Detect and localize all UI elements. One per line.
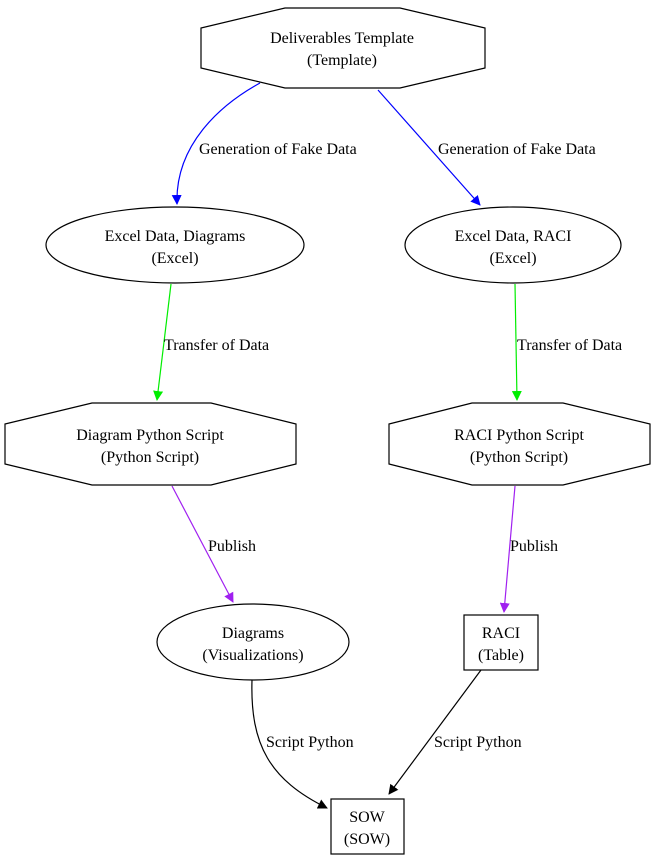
edge-label-script-left: Script Python: [266, 734, 354, 751]
edge-raci-script-to-raci: [499, 485, 516, 613]
edge-label-publish-right: Publish: [510, 538, 558, 555]
node-deliverables-template: Deliverables Template (Template): [200, 7, 486, 89]
edge-label-transfer-right: Transfer of Data: [517, 337, 622, 354]
edge-label-generation-right: Generation of Fake Data: [438, 141, 596, 158]
node-kind: (SOW): [344, 831, 390, 848]
octagon-shape: [4, 402, 297, 486]
node-excel-data-diagrams: Excel Data, Diagrams (Excel): [45, 206, 305, 284]
node-title: Diagram Python Script: [76, 427, 224, 444]
edge-label-transfer-left: Transfer of Data: [164, 337, 269, 354]
edge-excel-raci-to-raci-script: [511, 283, 522, 401]
edge-raci-to-sow: [388, 669, 482, 795]
box-shape: [463, 614, 539, 671]
node-diagrams: Diagrams (Visualizations): [156, 603, 350, 681]
node-excel-data-raci: Excel Data, RACI (Excel): [404, 206, 622, 284]
ellipse-shape: [45, 206, 305, 284]
edge-labels: Generation of Fake Data Generation of Fa…: [164, 141, 622, 751]
node-title: RACI: [482, 625, 520, 642]
octagon-shape: [388, 402, 651, 486]
node-kind: (Table): [478, 647, 524, 664]
node-kind: (Visualizations): [202, 647, 303, 664]
node-title: Deliverables Template: [270, 30, 414, 47]
node-raci-python-script: RACI Python Script (Python Script): [388, 402, 651, 486]
ellipse-shape: [404, 206, 622, 284]
edge-template-to-excel-diagrams: [171, 82, 261, 205]
node-title: RACI Python Script: [454, 427, 584, 444]
ellipse-shape: [156, 603, 350, 681]
edge-template-to-excel-raci: [377, 89, 481, 206]
node-sow: SOW (SOW): [330, 798, 405, 855]
node-raci: RACI (Table): [463, 614, 539, 671]
edge-label-script-right: Script Python: [434, 734, 522, 751]
node-diagram-python-script: Diagram Python Script (Python Script): [4, 402, 297, 486]
node-title: Excel Data, RACI: [455, 228, 572, 245]
node-kind: (Template): [307, 52, 377, 69]
node-kind: (Excel): [489, 250, 536, 267]
node-title: SOW: [349, 809, 385, 826]
edges: [153, 82, 522, 809]
node-kind: (Python Script): [101, 449, 199, 466]
node-title: Excel Data, Diagrams: [105, 228, 246, 245]
octagon-shape: [200, 7, 486, 89]
node-title: Diagrams: [222, 625, 284, 642]
edge-diagram-script-to-diagrams: [171, 485, 234, 603]
edge-diagrams-to-sow: [251, 679, 328, 809]
edge-label-generation-left: Generation of Fake Data: [199, 141, 357, 158]
edge-label-publish-left: Publish: [208, 538, 256, 555]
node-kind: (Excel): [151, 250, 198, 267]
node-kind: (Python Script): [470, 449, 568, 466]
box-shape: [330, 798, 405, 855]
edge-excel-diagrams-to-diagram-script: [153, 283, 172, 401]
